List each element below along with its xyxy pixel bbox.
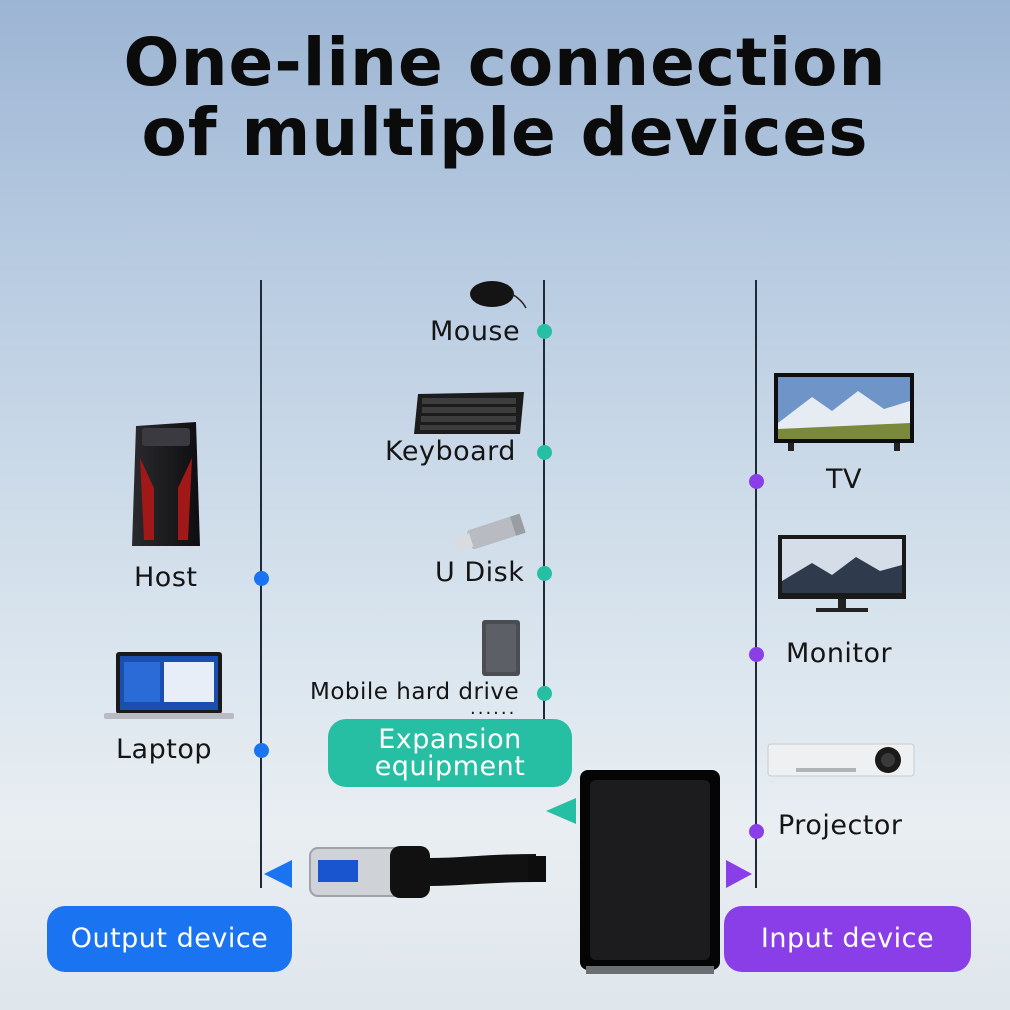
host-dot [254,571,269,586]
monitor-label: Monitor [786,638,893,669]
laptop-label: Laptop [116,734,212,765]
input-arrow-icon [726,860,752,888]
u-disk-dot [537,566,552,581]
input-device-pill: Input device [724,906,971,972]
projector-icon [767,743,915,777]
usb-adapter-icon [309,770,720,974]
keyboard-icon [414,392,524,434]
projector-dot [749,824,764,839]
more-ellipsis: ...... [470,698,517,719]
tv-icon [774,373,914,451]
mouse-dot [537,324,552,339]
title-line-2: of multiple devices [141,94,869,171]
u-disk-label: U Disk [435,557,525,588]
hard-drive-icon [482,620,520,676]
tv-dot [749,474,764,489]
tv-label: TV [826,464,862,495]
usb-drive-icon [451,513,526,553]
keyboard-label: Keyboard [385,436,516,467]
expansion-arrow-icon [546,798,576,824]
mobile-hard-drive-dot [537,686,552,701]
desktop-tower-icon [132,422,200,546]
projector-label: Projector [778,810,903,841]
mobile-hard-drive-label: Mobile hard drive [310,679,520,705]
title-line-1: One-line connection [123,24,887,101]
monitor-dot [749,647,764,662]
expansion-line [543,280,545,720]
input-line [755,280,757,888]
laptop-icon [104,652,234,719]
keyboard-dot [537,445,552,460]
laptop-dot [254,743,269,758]
expansion-equipment-pill: Expansion equipment [328,719,572,787]
host-label: Host [134,562,198,593]
expansion-line1: Expansion [378,724,522,755]
output-arrow-icon [264,860,292,888]
monitor-icon [778,535,906,612]
expansion-line2: equipment [374,751,526,782]
mouse-label: Mouse [430,316,521,347]
mouse-icon [470,281,527,309]
output-device-pill: Output device [47,906,292,972]
